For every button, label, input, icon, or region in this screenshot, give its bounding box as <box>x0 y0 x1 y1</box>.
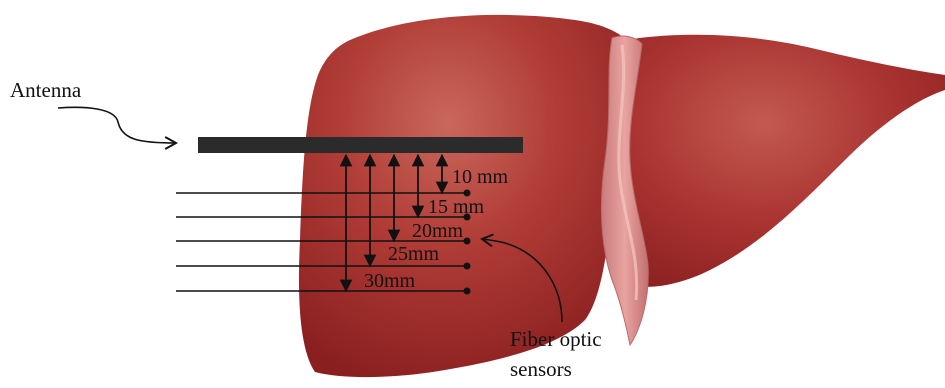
depth-label-1: 10 mm <box>452 166 509 188</box>
antenna-pointer-arrow <box>58 107 176 143</box>
fiber-sensor-label-line2: sensors <box>510 357 572 381</box>
fiber-sensor-tip-3 <box>464 238 471 245</box>
fiber-sensor-tip-5 <box>464 288 471 295</box>
fiber-sensor-tip-4 <box>464 263 471 270</box>
antenna-bar <box>198 137 523 153</box>
antenna-label: Antenna <box>10 78 82 102</box>
liver-right-lobe <box>614 35 945 287</box>
depth-label-3: 20mm <box>412 220 464 242</box>
depth-label-5: 30mm <box>364 270 416 292</box>
depth-label-2: 15 mm <box>428 196 485 218</box>
fiber-sensor-label-line1: Fiber optic <box>510 327 602 351</box>
depth-label-4: 25mm <box>388 243 440 265</box>
